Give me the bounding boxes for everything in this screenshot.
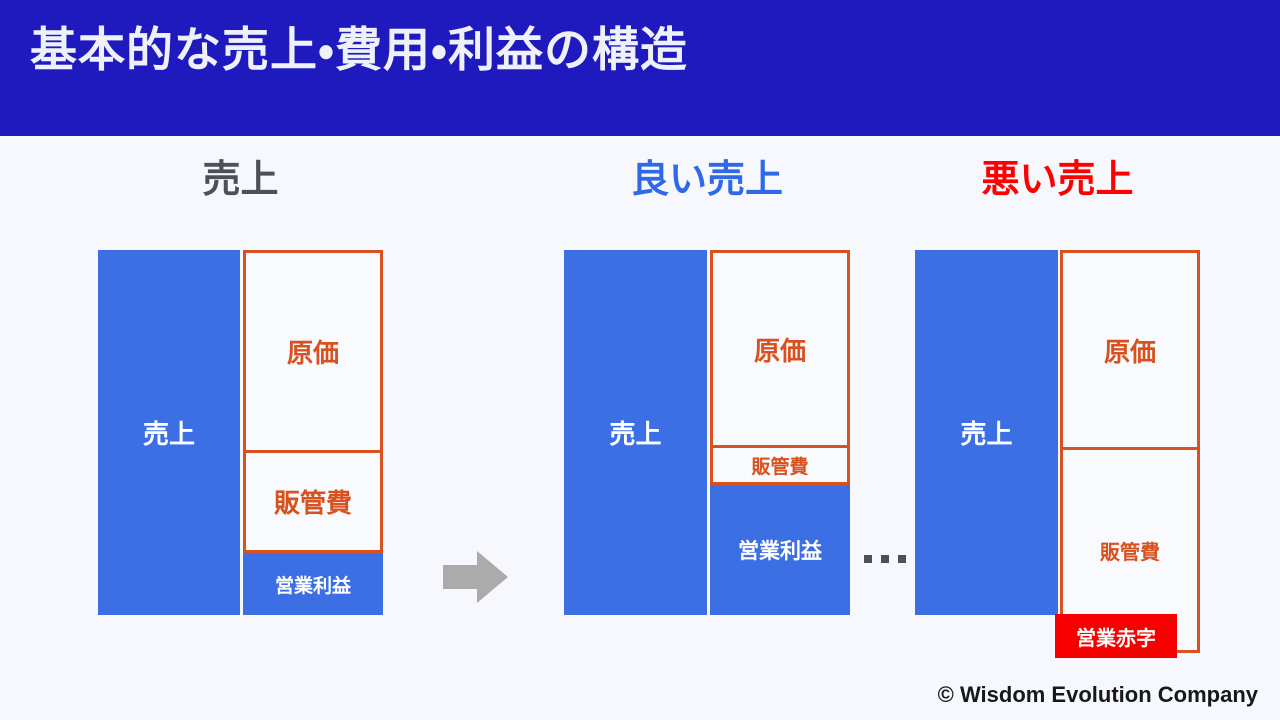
- cost-stack-baseline: 原価 販管費 営業利益: [243, 250, 383, 615]
- cost-block-good-sales: 原価: [710, 250, 850, 448]
- ellipsis-dot: [864, 555, 872, 563]
- title-banner: 基本的な売上・費用・利益の構造: [0, 0, 1280, 136]
- ellipsis-dot: [898, 555, 906, 563]
- ellipsis-separator: [864, 555, 906, 563]
- sga-block-baseline: 販管費: [243, 453, 383, 553]
- group-heading-bad-sales: 悪い売上: [981, 159, 1134, 201]
- operating-profit-block-good-sales: 営業利益: [710, 485, 850, 615]
- diagram-stage: 売上 売上 原価 販管費 営業利益 良い売上 売上 原価 販管費 営業利益 悪い…: [0, 136, 1280, 720]
- operating-profit-block-baseline: 営業利益: [243, 553, 383, 615]
- cost-stack-good-sales: 原価 販管費 営業利益: [710, 250, 850, 615]
- cost-block-bad-sales: 原価: [1060, 250, 1200, 450]
- ellipsis-dot: [881, 555, 889, 563]
- group-heading-baseline: 売上: [202, 159, 279, 201]
- sga-block-good-sales: 販管費: [710, 448, 850, 485]
- right-arrow-icon: [443, 551, 508, 603]
- operating-loss-block-bad-sales: 営業赤字: [1055, 614, 1177, 658]
- revenue-bar-good-sales: 売上: [564, 250, 707, 615]
- revenue-bar-bad-sales: 売上: [915, 250, 1058, 615]
- cost-block-baseline: 原価: [243, 250, 383, 453]
- cost-stack-bad-sales: 原価 販管費 営業赤字: [1055, 250, 1200, 658]
- copyright-credit: © Wisdom Evolution Company: [937, 682, 1258, 707]
- group-heading-good-sales: 良い売上: [630, 159, 783, 201]
- page-title: 基本的な売上・費用・利益の構造: [30, 23, 688, 76]
- revenue-bar-baseline: 売上: [98, 250, 240, 615]
